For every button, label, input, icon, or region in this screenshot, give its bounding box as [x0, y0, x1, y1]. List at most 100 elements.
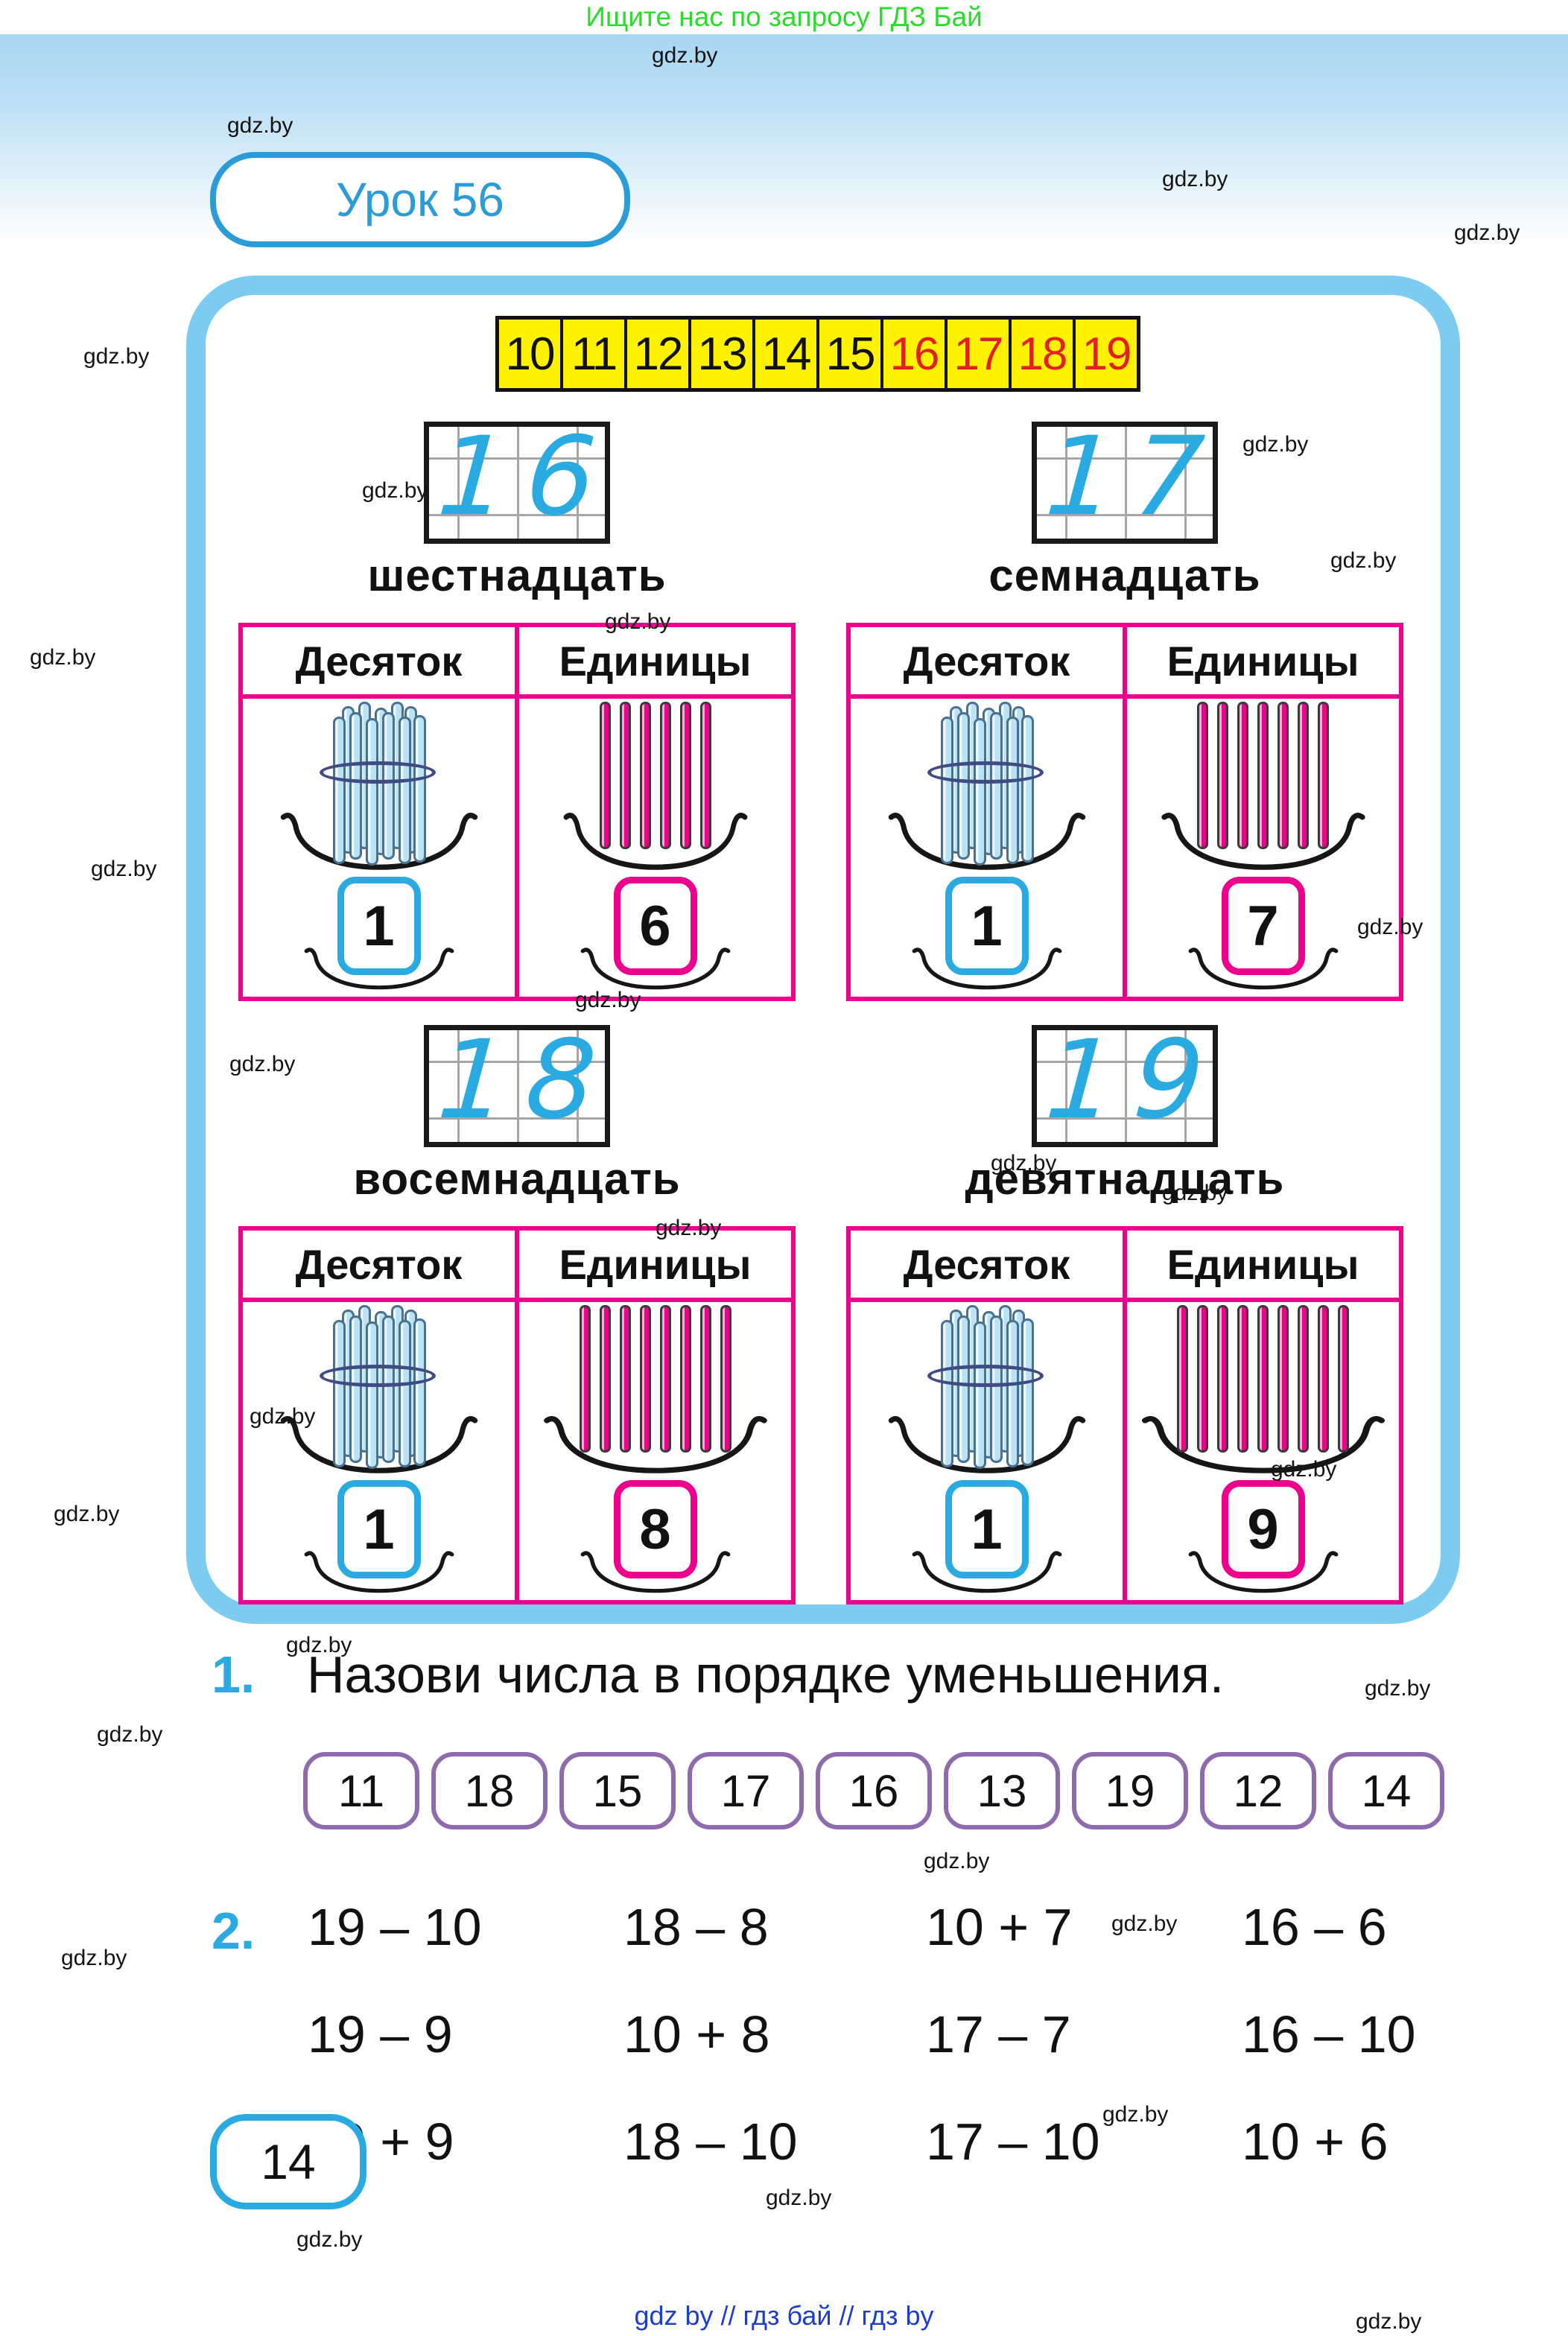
units-header: Единицы [1167, 1240, 1359, 1288]
blue-stick-icon [956, 712, 970, 860]
watermark: gdz.by [227, 113, 293, 138]
dish-curve-icon [580, 948, 730, 990]
pink-stick-icon [1197, 1305, 1208, 1453]
watermark: gdz.by [1357, 915, 1423, 939]
expression: 17 – 7 [926, 2005, 1071, 2063]
ordering-chip-15: 15 [559, 1752, 676, 1829]
watermark: gdz.by [97, 1722, 163, 1747]
handwritten-digit: 9 [1129, 1017, 1208, 1143]
grid-line-vertical [1125, 1030, 1127, 1142]
strip-number-14: 14 [755, 320, 819, 388]
tens-cell: 1 [243, 699, 519, 997]
lesson-badge: Урок 56 [210, 152, 630, 247]
ordering-chip-12: 12 [1200, 1752, 1316, 1829]
bundle-band-icon [927, 1365, 1044, 1387]
watermark: gdz.by [91, 857, 157, 881]
tens-bundle-holder [280, 702, 477, 877]
grid-line-vertical [457, 1030, 460, 1142]
watermark: gdz.by [54, 1502, 120, 1526]
strip-number-12: 12 [627, 320, 691, 388]
blue-stick-icon [973, 718, 986, 866]
bundle-band-icon [319, 761, 436, 784]
watermark: gdz.by [1102, 2102, 1169, 2127]
handwritten-digit: 1 [434, 1017, 512, 1143]
handwritten-digit: 6 [521, 413, 600, 540]
dish-curve-icon [888, 1416, 1085, 1473]
pink-stick-icon [1257, 702, 1269, 849]
units-digit-holder: 7 [1188, 877, 1338, 994]
blue-stick-icon [381, 712, 395, 860]
dish-curve-icon [280, 1416, 477, 1473]
pink-stick-icon [1277, 702, 1289, 849]
blue-stick-icon [989, 1315, 1003, 1463]
strip-number-13: 13 [691, 320, 755, 388]
dish-curve-icon [912, 1551, 1061, 1593]
pink-stick-icon [1318, 1305, 1329, 1453]
handwritten-digit: 8 [521, 1017, 600, 1143]
tens-digit-card: 1 [945, 1480, 1029, 1578]
pink-stick-icon [699, 702, 711, 849]
ordering-chip-11: 11 [303, 1752, 419, 1829]
strip-number-17: 17 [948, 320, 1012, 388]
tens-header: Десяток [243, 627, 519, 694]
blue-stick-icon [1021, 715, 1034, 863]
units-cell: 6 [519, 699, 791, 997]
strip-number-11: 11 [563, 320, 627, 388]
watermark: gdz.by [286, 1633, 352, 1657]
units-digit-card: 9 [1221, 1480, 1305, 1578]
bundle-band-icon [927, 761, 1044, 784]
blue-stick-icon [973, 1321, 986, 1469]
blue-stick-icon [365, 1321, 378, 1469]
grid-line-vertical [577, 427, 580, 539]
units-sticks-holder [1141, 1305, 1385, 1480]
watermark: gdz.by [61, 1946, 127, 1970]
tens-digit-holder: 1 [304, 877, 454, 994]
units-header: Единицы [1167, 637, 1359, 685]
pink-stick-icon [619, 702, 631, 849]
strip-number-16: 16 [883, 320, 948, 388]
expression: 18 – 8 [623, 1898, 769, 1956]
units-sticks-holder [543, 1305, 767, 1480]
watermark: gdz.by [656, 1216, 722, 1240]
ten-sticks-bundle-icon [319, 1305, 436, 1469]
pink-stick-icon [599, 1305, 611, 1453]
bundle-band-icon [319, 1365, 436, 1387]
watermark: gdz.by [766, 2186, 832, 2210]
watermark: gdz.by [1111, 1911, 1178, 1936]
watermark: gdz.by [1330, 548, 1397, 573]
blue-stick-icon [1021, 1318, 1034, 1466]
grid-line-vertical [1184, 1030, 1187, 1142]
blue-stick-icon [332, 1320, 346, 1467]
watermark: gdz.by [296, 2227, 363, 2252]
tens-cell: 1 [243, 1302, 519, 1600]
grid-line-vertical [1184, 427, 1187, 539]
pink-stick-icon [720, 1305, 731, 1453]
ordering-chip-18: 18 [431, 1752, 547, 1829]
units-sticks-row [1197, 702, 1329, 849]
watermark: gdz.by [1356, 2309, 1422, 2334]
exercise1-number: 1. [212, 1645, 255, 1704]
ordering-chip-16: 16 [816, 1752, 932, 1829]
pink-stick-icon [1237, 702, 1248, 849]
watermark: gdz.by [1162, 167, 1228, 191]
dish-curve-icon [1141, 1416, 1385, 1473]
blue-stick-icon [940, 1320, 953, 1467]
watermark: gdz.by [1162, 1181, 1228, 1205]
dish-curve-icon [888, 813, 1085, 870]
watermark: gdz.by [652, 43, 718, 68]
grid-line-vertical [1064, 427, 1067, 539]
grid-line-vertical [577, 1030, 580, 1142]
pink-stick-icon [1298, 1305, 1309, 1453]
